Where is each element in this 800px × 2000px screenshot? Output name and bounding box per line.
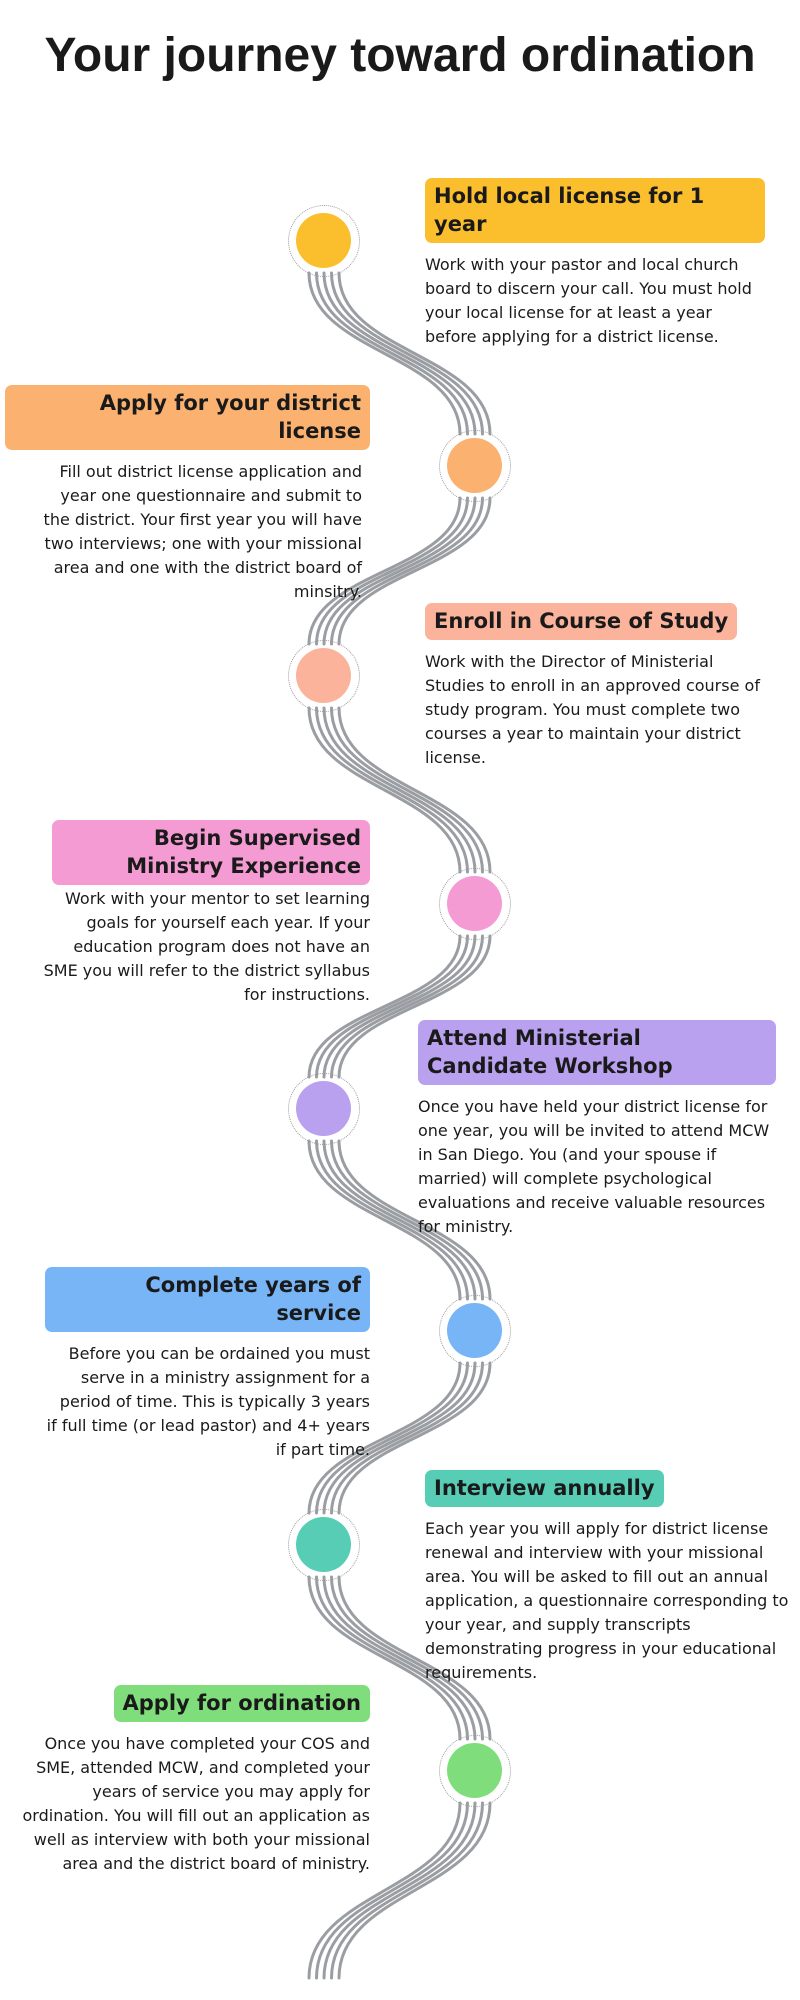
step-7-marker [288,1509,360,1581]
step-7-heading: Interview annually [425,1470,664,1507]
step-1-heading: Hold local license for 1 year [425,178,765,243]
step-5-heading: Attend Ministerial Candidate Workshop [418,1020,776,1085]
step-6: Complete years of service Before you can… [45,1267,370,1462]
step-6-heading: Complete years of service [45,1267,370,1332]
step-4-marker [439,868,511,940]
step-1: Hold local license for 1 year Work with … [425,178,765,349]
step-4-description: Work with your mentor to set learning go… [43,889,370,1004]
step-6-description: Before you can be ordained you must serv… [46,1344,370,1459]
step-8-description: Once you have completed your COS and SME… [22,1734,370,1873]
step-7-description: Each year you will apply for district li… [425,1519,789,1682]
step-8: Apply for ordination Once you have compl… [15,1685,370,1876]
step-3-description: Work with the Director of Ministerial St… [425,652,760,767]
step-4-heading: Begin Supervised Ministry Experience [52,820,370,885]
step-5: Attend Ministerial Candidate Workshop On… [418,1020,778,1239]
step-1-description: Work with your pastor and local church b… [425,255,752,346]
step-3-heading: Enroll in Course of Study [425,603,738,640]
step-7: Interview annually Each year you will ap… [425,1470,795,1685]
step-2-marker [439,430,511,502]
step-3: Enroll in Course of Study Work with the … [425,603,765,770]
step-2-description: Fill out district license application an… [43,462,362,601]
step-6-marker [439,1295,511,1367]
step-5-marker [288,1073,360,1145]
page-title: Your journey toward ordination [44,29,756,82]
step-1-marker [288,205,360,277]
step-4: Begin Supervised Ministry Experience Wor… [40,820,370,1007]
step-2: Apply for your district license Fill out… [5,385,370,604]
step-8-marker [439,1735,511,1807]
step-5-description: Once you have held your district license… [418,1097,770,1236]
step-2-heading: Apply for your district license [5,385,370,450]
step-3-marker [288,640,360,712]
step-8-heading: Apply for ordination [113,1685,370,1722]
